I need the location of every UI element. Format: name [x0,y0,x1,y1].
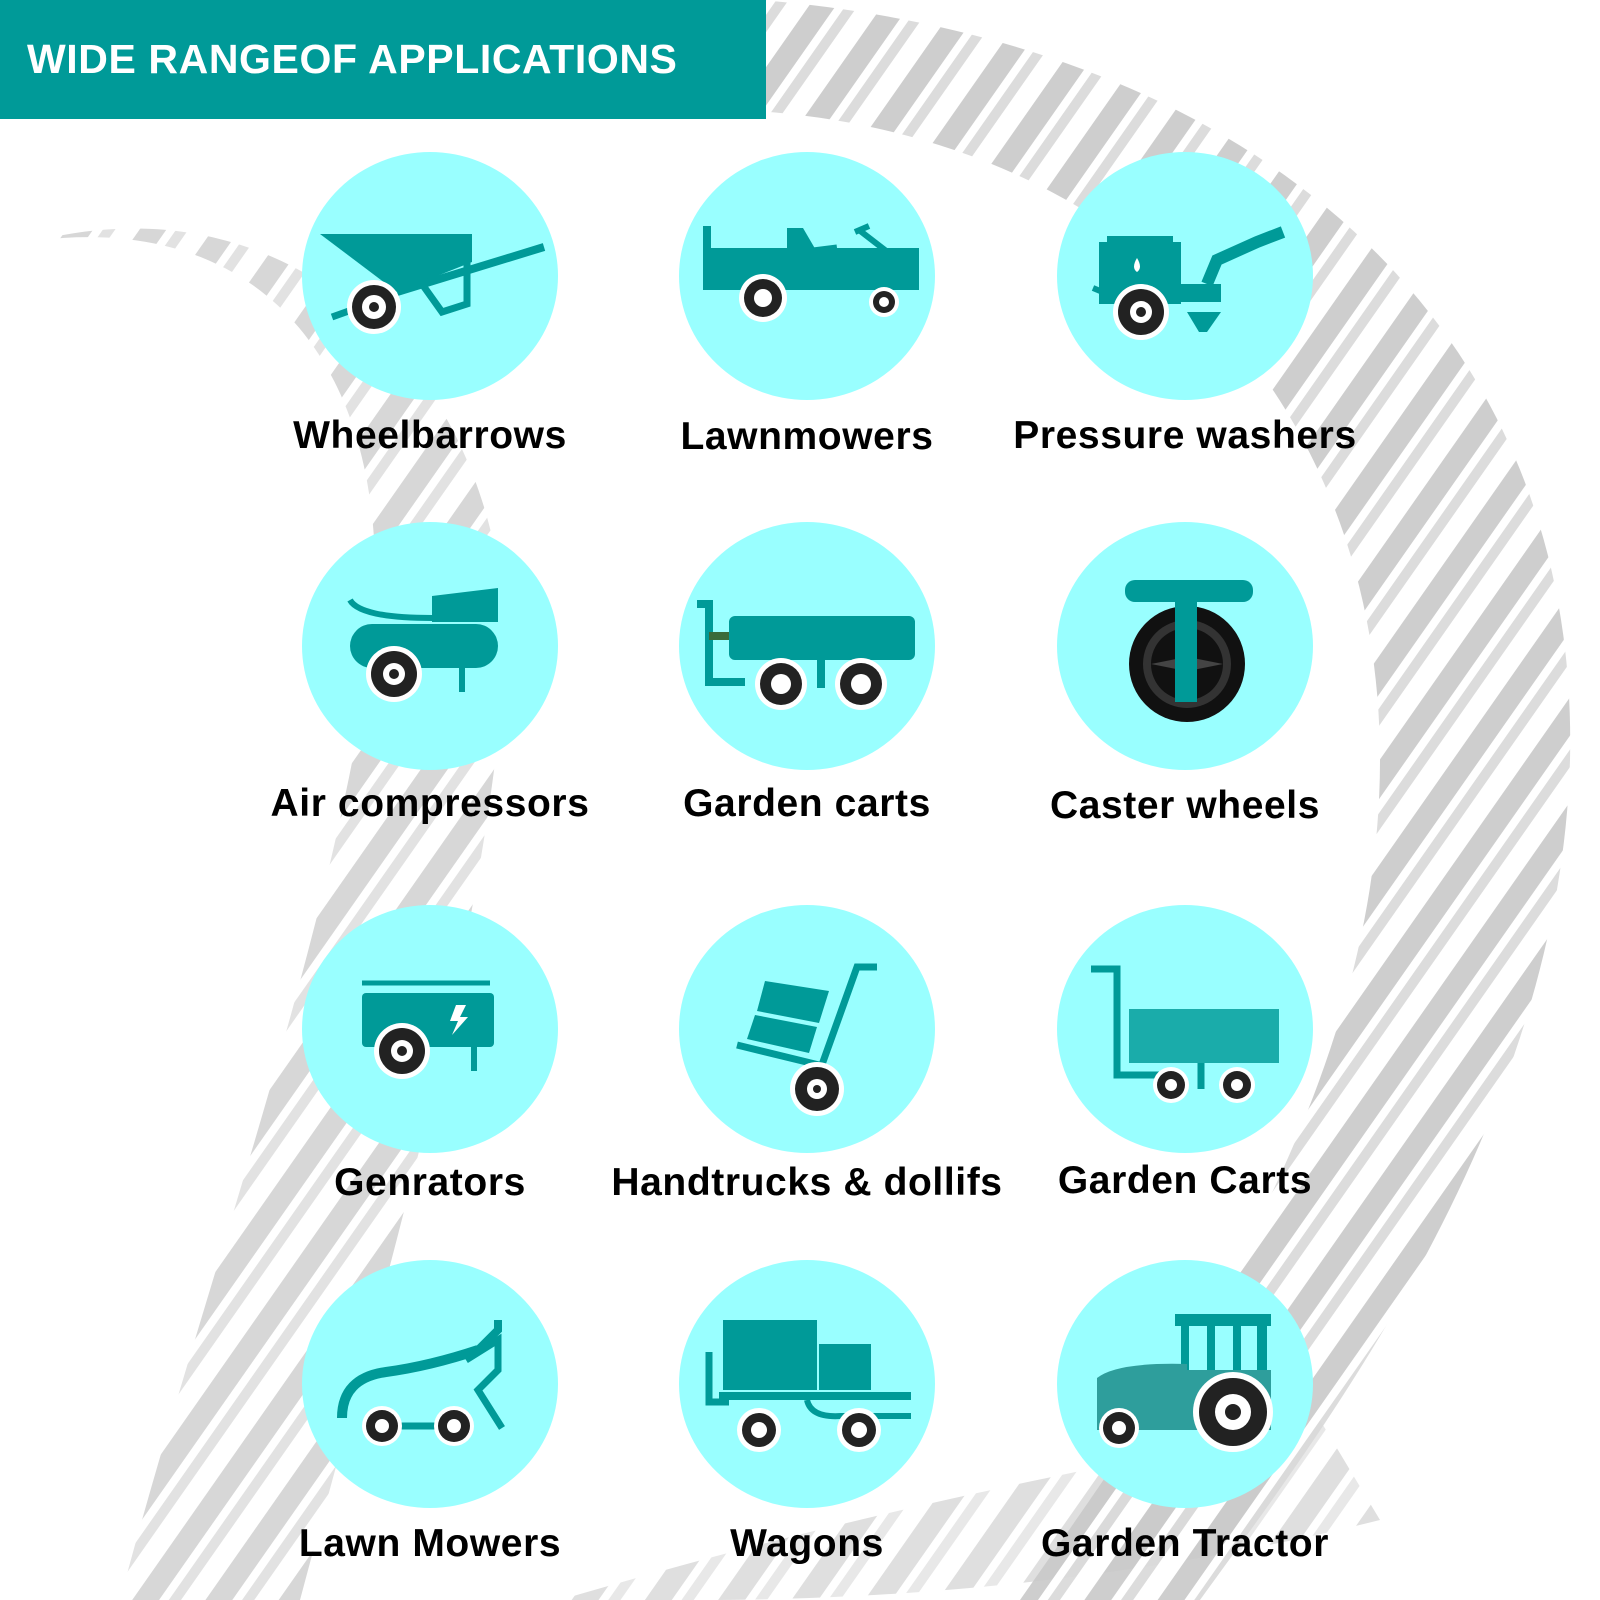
application-item-garden-carts-flatbed: Garden Carts [975,905,1395,1245]
wheelbarrow-icon [320,234,546,334]
application-item-caster-wheels: Caster wheels [975,522,1395,862]
application-label: Pressure washers [1013,414,1357,457]
application-label: Handtrucks & dollifs [611,1161,1003,1204]
application-item-handtrucks-dollifs: Handtrucks & dollifs [597,905,1017,1245]
garden-cart-icon [697,600,915,710]
application-item-garden-tractor: Garden Tractor [975,1260,1395,1600]
push-mower-icon [337,1320,505,1446]
wagon-icon [705,1320,911,1452]
application-item-air-compressors: Air compressors [220,522,640,862]
air-compressor-icon [347,588,498,702]
application-label: Wagons [730,1522,884,1565]
application-item-lawnmowers: Lawnmowers [597,152,1017,492]
application-label: Genrators [334,1161,526,1204]
garden-cart-flatbed-icon [1091,965,1279,1103]
application-label: Garden Tractor [1041,1522,1329,1565]
application-label: Air compressors [270,782,590,825]
application-item-pressure-washers: Pressure washers [975,152,1395,492]
application-label: Garden carts [683,782,931,825]
application-label: Caster wheels [1049,784,1321,827]
garden-tractor-icon [1097,1314,1273,1452]
application-item-garden-carts: Garden carts [597,522,1017,862]
application-label: Lawnmowers [680,415,934,458]
application-item-wheelbarrows: Wheelbarrows [220,152,640,492]
page-title: WIDE RANGEOF APPLICATIONS [27,36,678,82]
application-item-lawn-mowers: Lawn Mowers [220,1260,640,1600]
riding-mower-icon [703,223,919,322]
header-banner: WIDE RANGEOF APPLICATIONS [0,0,766,119]
application-item-wagons: Wagons [597,1260,1017,1600]
application-label: Wheelbarrows [293,414,567,457]
generator-icon [362,980,494,1079]
caster-wheel-icon [1125,580,1253,722]
pressure-washer-icon [1091,226,1286,340]
application-label: Garden Carts [1057,1159,1313,1202]
application-item-genrators: Genrators [220,905,640,1245]
hand-truck-icon [736,963,877,1116]
application-label: Lawn Mowers [298,1522,562,1565]
